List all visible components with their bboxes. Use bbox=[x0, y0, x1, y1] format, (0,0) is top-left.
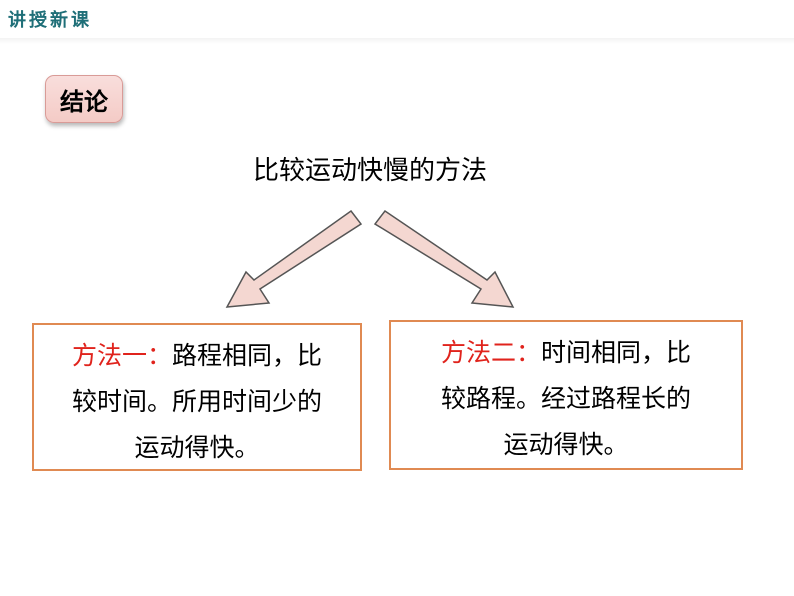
method-two-line-2: 较路程。经过路程长的 bbox=[440, 384, 691, 413]
method-two-line-1: 方法二：时间相同，比 bbox=[391, 330, 741, 376]
method-one-box: 方法一：路程相同，比 较时间。所用时间少的 运动得快。 bbox=[32, 323, 362, 471]
header-divider bbox=[0, 38, 794, 44]
right-arrow bbox=[373, 209, 515, 308]
method-one-line-2: 较时间。所用时间少的 bbox=[71, 387, 322, 416]
method-two-line-3: 运动得快。 bbox=[503, 430, 629, 459]
method-two-box: 方法二：时间相同，比 较路程。经过路程长的 运动得快。 bbox=[389, 320, 743, 470]
method-one-line-3: 运动得快。 bbox=[134, 433, 260, 462]
conclusion-badge: 结论 bbox=[45, 75, 123, 123]
method-one-line-1: 方法一：路程相同，比 bbox=[34, 333, 360, 379]
method-two-text-1: 时间相同，比 bbox=[541, 338, 692, 367]
main-title: 比较运动快慢的方法 bbox=[252, 156, 487, 186]
method-one-label: 方法一： bbox=[71, 341, 172, 370]
page-section-title: 讲授新课 bbox=[8, 10, 92, 31]
left-arrow bbox=[225, 209, 363, 308]
method-one-text-1: 路程相同，比 bbox=[172, 341, 323, 370]
conclusion-badge-label: 结论 bbox=[60, 87, 108, 116]
method-two-label: 方法二： bbox=[440, 338, 541, 367]
